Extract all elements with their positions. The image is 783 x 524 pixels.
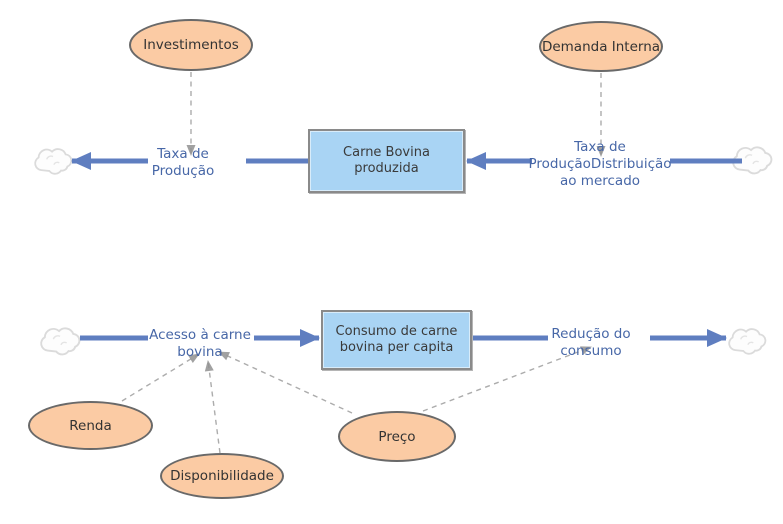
stock-carne-bovina-produzida[interactable]: Carne Bovina produzida xyxy=(308,129,465,193)
flow-label-line: Redução do xyxy=(551,326,631,342)
connector-preco-reducao xyxy=(422,346,592,412)
stock-label-line: produzida xyxy=(354,161,419,176)
flow-label-taxa-distribuicao[interactable]: Taxa de ProduçãoDistribuição ao mercado xyxy=(520,139,680,190)
aux-preco[interactable]: Preço xyxy=(338,411,456,462)
flow-label-line: Taxa de xyxy=(574,139,626,155)
aux-disponibilidade[interactable]: Disponibilidade xyxy=(160,453,284,499)
flow-label-line: Produção xyxy=(151,163,215,179)
cloud-sink-right-icon xyxy=(728,328,767,355)
cloud-source-left-icon xyxy=(40,327,81,356)
flow-label-line: bovina xyxy=(177,344,223,360)
aux-label: Disponibilidade xyxy=(170,468,274,484)
stock-label-line: bovina per capita xyxy=(339,340,454,355)
stock-consumo-per-capita[interactable]: Consumo de carne bovina per capita xyxy=(321,310,472,370)
connector-disponibilidade-acesso xyxy=(204,360,221,454)
flow-label-line: Acesso à carne xyxy=(149,327,251,343)
stock-label-line: Consumo de carne xyxy=(335,324,458,339)
flow-label-line: ProduçãoDistribuição xyxy=(528,156,672,172)
flow-label-reducao-consumo[interactable]: Redução do consumo xyxy=(541,326,641,360)
stock-label-line: Carne Bovina xyxy=(343,145,430,160)
flow-label-taxa-de-producao[interactable]: Taxa de Produção xyxy=(123,146,243,180)
aux-label: Demanda Interna xyxy=(541,38,661,55)
flow-label-line: Taxa de xyxy=(157,146,209,162)
flow-label-acesso-carne[interactable]: Acesso à carne bovina xyxy=(140,327,260,361)
flow-label-line: consumo xyxy=(560,343,622,359)
aux-label: Investimentos xyxy=(143,37,239,53)
aux-label: Renda xyxy=(69,417,112,434)
aux-demanda-interna[interactable]: Demanda Interna xyxy=(539,21,663,72)
connector-renda-acesso xyxy=(121,353,200,402)
aux-renda[interactable]: Renda xyxy=(28,401,153,450)
flow-label-line: ao mercado xyxy=(559,173,641,189)
aux-investimentos[interactable]: Investimentos xyxy=(129,19,253,71)
aux-label: Preço xyxy=(378,428,416,445)
cloud-sink-left-icon xyxy=(34,148,73,175)
